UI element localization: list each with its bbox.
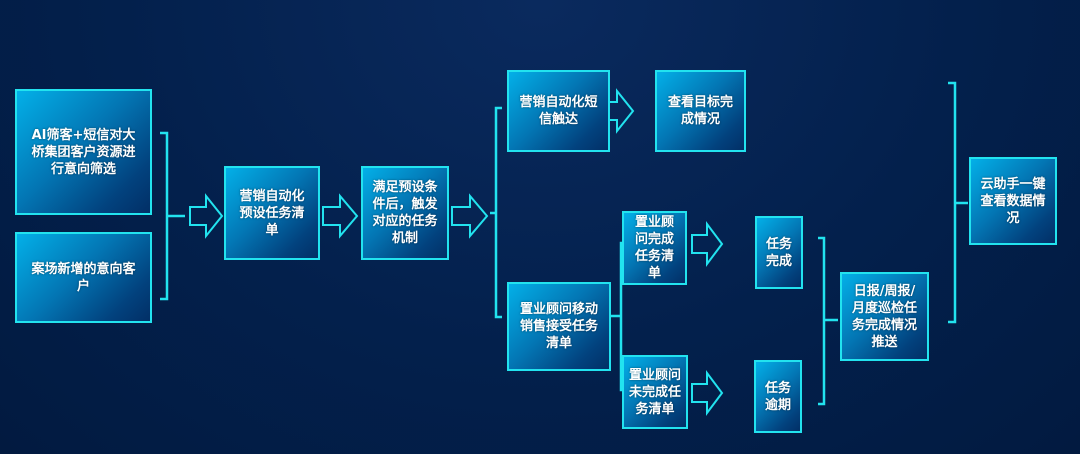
arrow-icon [322, 193, 359, 239]
node-label: 置业顾问移动销售接受任务清单 [519, 302, 598, 351]
node-mobile-tasks: 置业顾问移动销售接受任务清单 [507, 282, 611, 371]
arrow-icon [691, 221, 724, 267]
node-label: 置业顾问完成任务清单 [634, 215, 674, 281]
arrow-icon [189, 193, 224, 239]
bracket-merge-reports [948, 81, 968, 324]
node-sms: 营销自动化短信触达 [507, 70, 610, 152]
node-trigger: 满足预设条件后，触发对应的任务机制 [361, 166, 449, 260]
node-label: 任务完成 [765, 236, 792, 269]
node-task-overdue: 任务逾期 [754, 360, 802, 433]
bracket-split-channels [490, 106, 502, 319]
node-ai-filter: AI筛客+短信对大桥集团客户资源进行意向筛选 [15, 89, 152, 215]
node-label: 营销自动化短信触达 [519, 95, 598, 127]
bracket-merge-sources [160, 131, 185, 301]
node-label: 任务逾期 [764, 380, 791, 413]
bracket-merge-outcomes [818, 236, 838, 406]
node-label: 云助手一键查看数据情况 [980, 176, 1046, 226]
node-undone-list: 置业顾问未完成任务清单 [622, 355, 688, 429]
node-label: 满足预设条件后，触发对应的任务机制 [372, 180, 438, 246]
arrow-icon [451, 193, 489, 239]
node-label: 案场新增的意向客户 [31, 261, 136, 294]
node-preset-tasks: 营销自动化预设任务清单 [224, 166, 320, 260]
node-cloud: 云助手一键查看数据情况 [969, 157, 1057, 245]
node-task-done: 任务完成 [755, 216, 803, 289]
node-done-list: 置业顾问完成任务清单 [622, 211, 687, 285]
node-label: 日报/周报/月度巡检任务完成情况推送 [851, 283, 917, 350]
node-label: AI筛客+短信对大桥集团客户资源进行意向筛选 [31, 127, 136, 177]
node-new-leads: 案场新增的意向客户 [15, 232, 152, 323]
node-view-goal: 查看目标完成情况 [655, 70, 746, 152]
arrow-icon [691, 370, 724, 416]
node-label: 营销自动化预设任务清单 [239, 188, 305, 238]
node-label: 查看目标完成情况 [667, 95, 733, 127]
node-report: 日报/周报/月度巡检任务完成情况推送 [840, 272, 929, 361]
node-label: 置业顾问未完成任务清单 [629, 367, 682, 417]
